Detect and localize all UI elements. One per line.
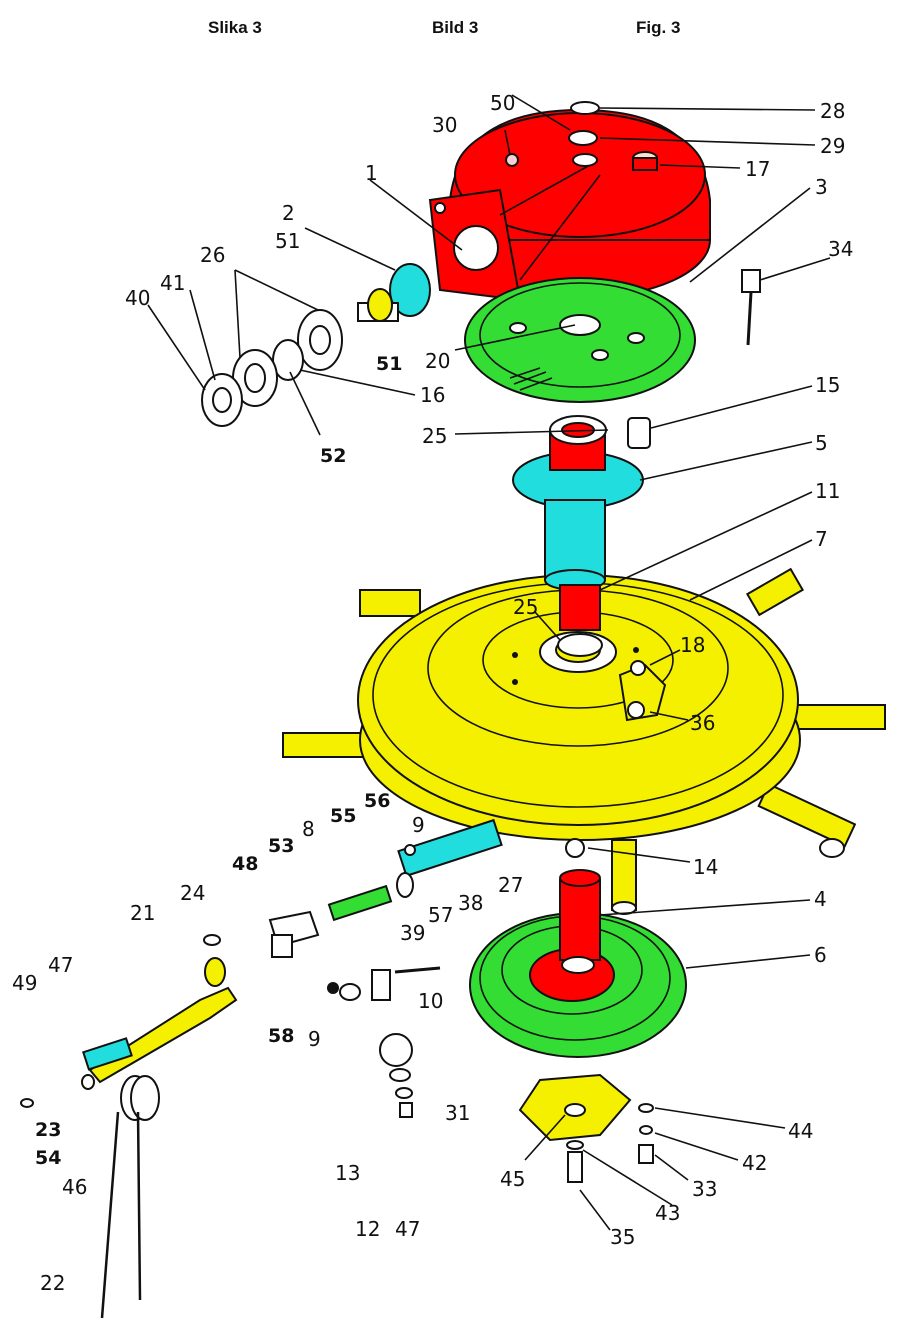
part-label-31: 31: [445, 1101, 470, 1125]
bearing-plate: [464, 277, 696, 403]
part-label-34: 34: [828, 237, 853, 261]
part-label-17: 17: [745, 157, 770, 181]
part-label-9-top: 9: [412, 813, 425, 837]
part-label-27: 27: [498, 873, 523, 897]
part-label-8: 8: [302, 817, 315, 841]
part-label-36: 36: [690, 711, 715, 735]
part-label-1: 1: [365, 161, 378, 185]
part-label-55: 55: [330, 805, 356, 827]
ball-joint: [327, 966, 441, 1118]
part-label-4: 4: [814, 887, 827, 911]
part-label-50: 50: [490, 91, 515, 115]
part-label-44: 44: [788, 1119, 813, 1143]
part-label-53: 53: [268, 835, 294, 857]
part-label-7: 7: [815, 527, 828, 551]
part-label-28: 28: [820, 99, 845, 123]
part-label-42: 42: [742, 1151, 767, 1175]
part-label-24: 24: [180, 881, 205, 905]
part-label-49: 49: [12, 971, 37, 995]
gearbox-housing: [428, 108, 711, 306]
lower-disc: [469, 838, 687, 1058]
part-label-45: 45: [500, 1167, 525, 1191]
part-label-35: 35: [610, 1225, 635, 1249]
lever-shaft: [82, 818, 503, 1084]
part-label-48: 48: [232, 853, 258, 875]
part-label-5: 5: [815, 431, 828, 455]
part-label-47-bottom: 47: [395, 1217, 420, 1241]
title-bild: Bild 3: [432, 18, 479, 37]
part-label-20: 20: [425, 349, 450, 373]
pinion-assembly: [201, 263, 431, 427]
part-label-9-bottom: 9: [308, 1027, 321, 1051]
part-label-25-top: 25: [422, 424, 447, 448]
part-label-39: 39: [400, 921, 425, 945]
part-label-43: 43: [655, 1201, 680, 1225]
leader-lines: [147, 94, 831, 1231]
part-label-10: 10: [418, 989, 443, 1013]
part-label-58: 58: [268, 1025, 294, 1047]
part-label-13: 13: [335, 1161, 360, 1185]
part-label-54: 54: [35, 1147, 61, 1169]
spring-assembly: [20, 1074, 160, 1319]
part-label-11: 11: [815, 479, 840, 503]
rotor-disc: [357, 574, 801, 841]
part-label-52: 52: [320, 445, 346, 467]
part-label-51-top: 51: [275, 229, 300, 253]
part-label-14: 14: [693, 855, 718, 879]
part-label-12: 12: [355, 1217, 380, 1241]
part-label-47-left: 47: [48, 953, 73, 977]
part-label-22: 22: [40, 1271, 65, 1295]
part-label-23: 23: [35, 1119, 61, 1141]
part-label-6: 6: [814, 943, 827, 967]
title-slika: Slika 3: [208, 18, 262, 37]
bearing-housing: [512, 415, 644, 657]
part-label-29: 29: [820, 134, 845, 158]
part-label-21: 21: [130, 901, 155, 925]
part-label-25-bottom: 25: [513, 595, 538, 619]
part-label-40: 40: [125, 286, 150, 310]
part-label-51-bottom: 51: [376, 353, 402, 375]
part-label-26: 26: [200, 243, 225, 267]
part-label-16: 16: [420, 383, 445, 407]
title-fig: Fig. 3: [636, 18, 681, 37]
part-label-2: 2: [282, 201, 295, 225]
part-label-57: 57: [428, 903, 453, 927]
spacer-bushing: [627, 417, 651, 449]
part-label-41: 41: [160, 271, 185, 295]
top-washers: [568, 101, 600, 167]
part-label-56: 56: [364, 790, 390, 812]
part-label-33: 33: [692, 1177, 717, 1201]
part-label-38: 38: [458, 891, 483, 915]
part-label-15: 15: [815, 373, 840, 397]
bolt: [741, 269, 761, 346]
mount-bracket: [518, 1073, 654, 1183]
part-label-46: 46: [62, 1175, 87, 1199]
part-label-18: 18: [680, 633, 705, 657]
part-label-30: 30: [432, 113, 457, 137]
part-label-3: 3: [815, 175, 828, 199]
